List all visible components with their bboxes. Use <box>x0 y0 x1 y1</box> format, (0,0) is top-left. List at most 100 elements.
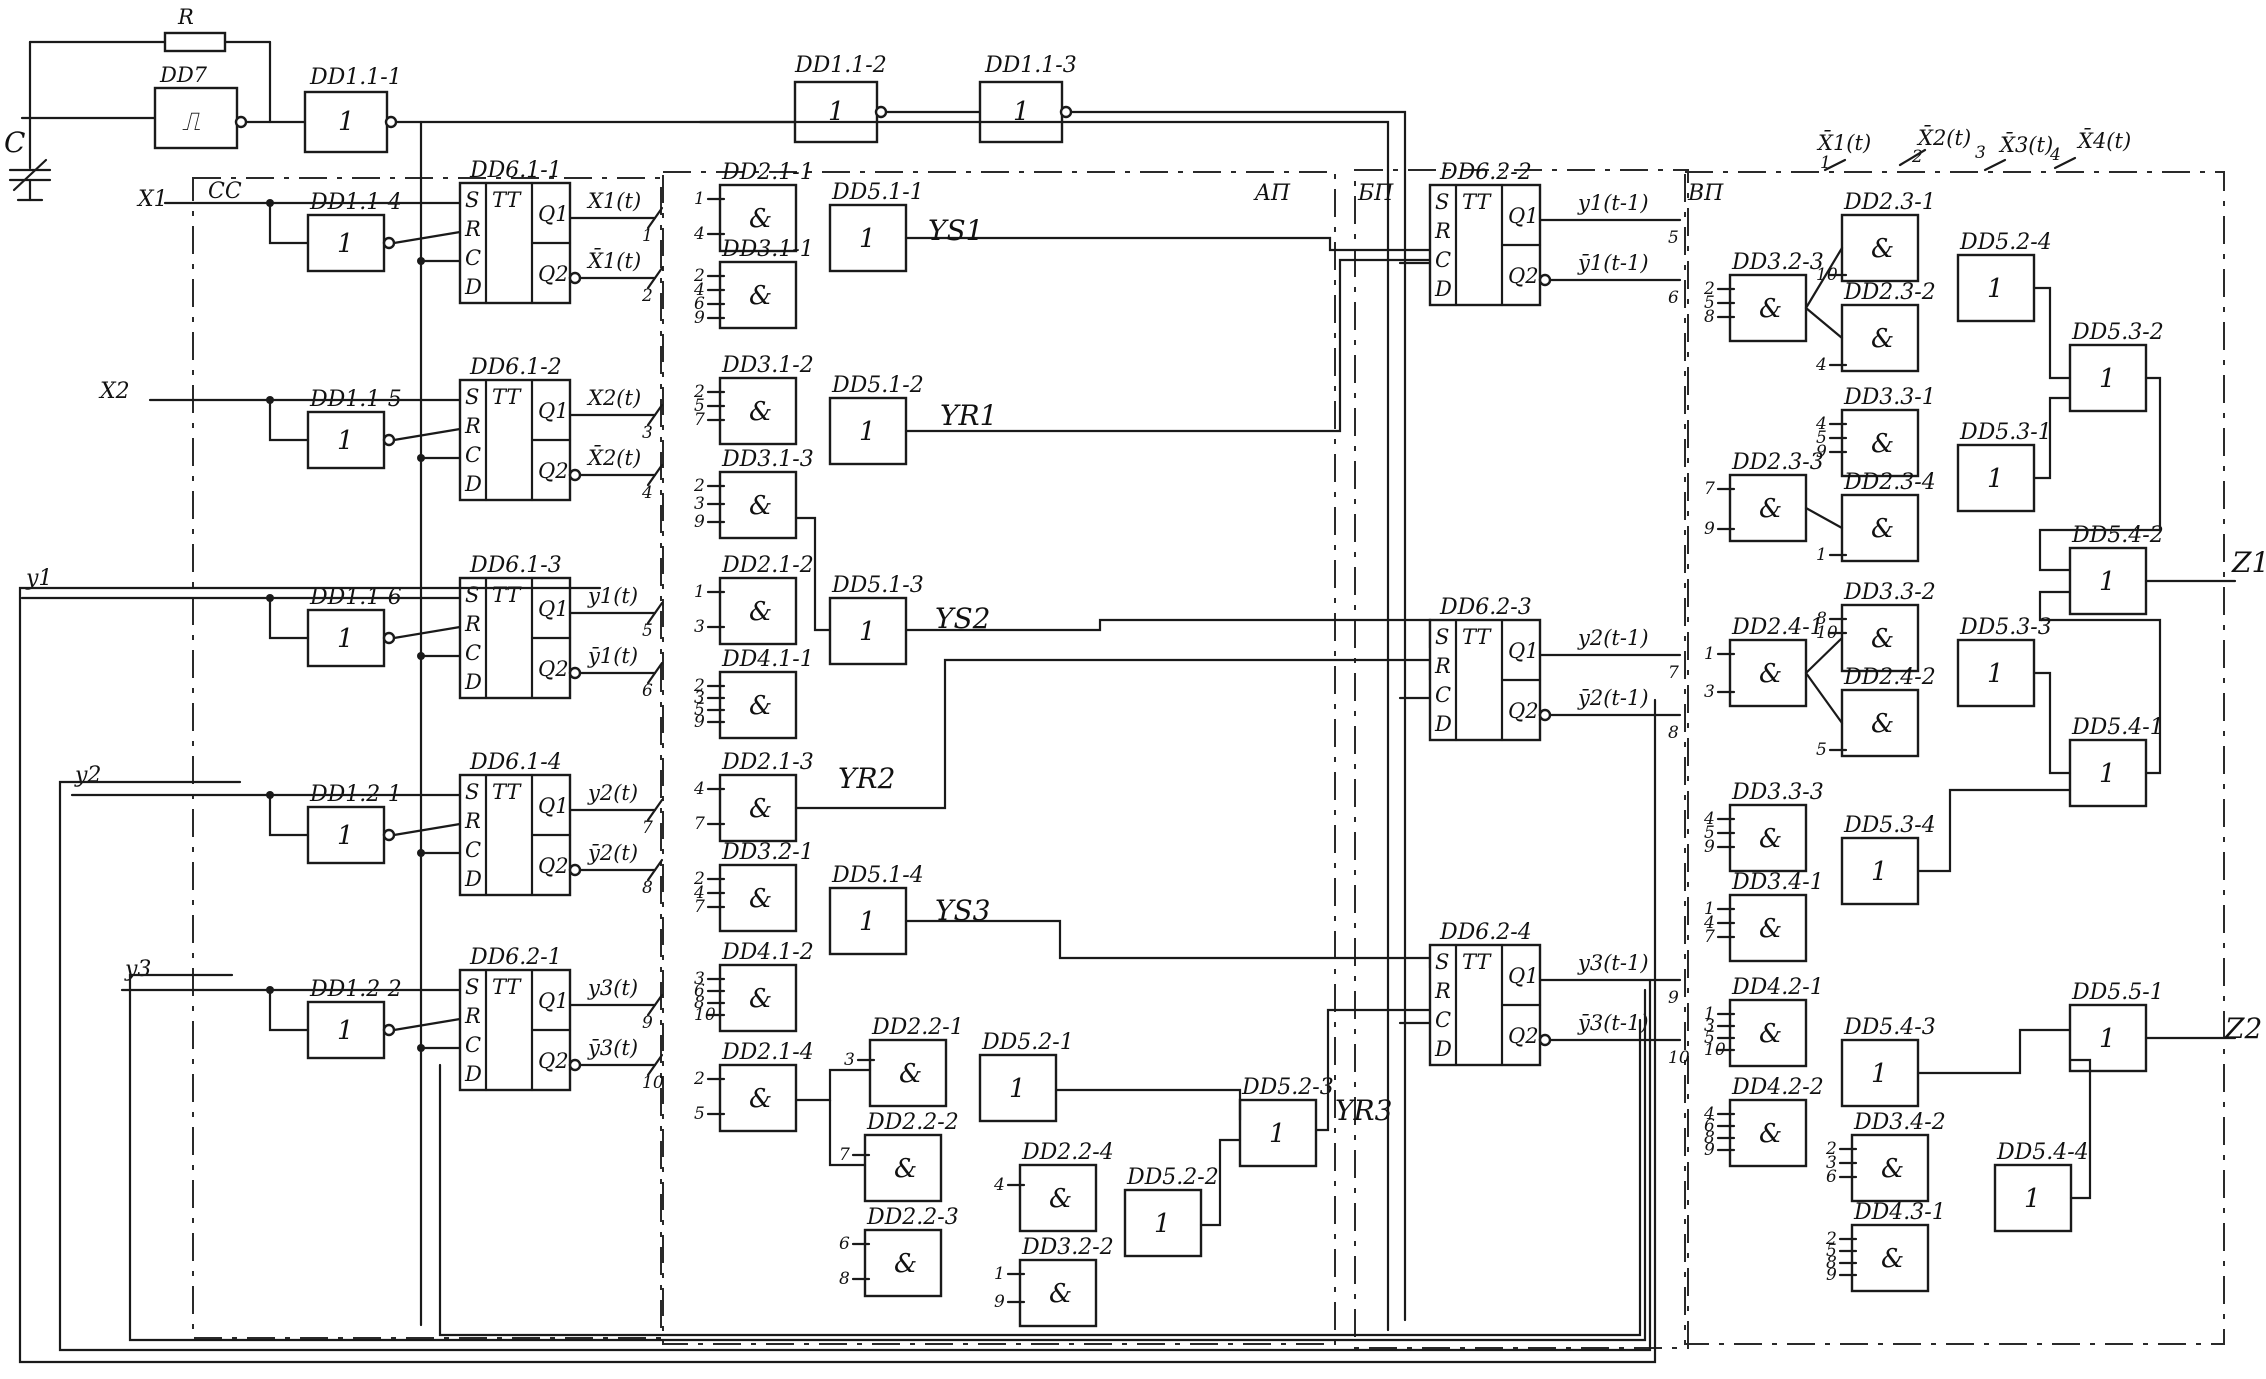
and-dd3-3-1-symbol: & <box>1871 429 1894 459</box>
ff-pin: D <box>464 472 482 496</box>
ff-pin: D <box>464 670 482 694</box>
and-dd2-3-1-label: DD2.3-1 <box>1843 190 1936 215</box>
and-dd4-3-1-symbol: & <box>1881 1244 1904 1274</box>
pin-label: 7 <box>694 410 705 430</box>
ff-output-nq: ȳ2(t-1) <box>1577 686 1649 710</box>
or-dd5-2-1: DD5.2-11 <box>978 1030 1074 1123</box>
bp-frame <box>1354 169 1689 1349</box>
and-dd2-4-2-symbol: & <box>1871 709 1894 739</box>
and-dd3-3-3-symbol: & <box>1759 824 1782 854</box>
ff-pin: R <box>1434 654 1451 678</box>
or-dd5-4-1: DD5.4-11 <box>2068 715 2164 808</box>
ff-q2: Q2 <box>538 262 569 286</box>
pin-label: 4 <box>1815 355 1827 375</box>
ff-dd6-1-3-label: DD6.1-3 <box>469 553 562 578</box>
pin-label: 8 <box>1704 1128 1715 1148</box>
top-input-4: X̄4(t) <box>2076 128 2131 153</box>
inv-dd1-2-1: DD1.2-11 <box>306 782 402 865</box>
input-y2: y2 <box>74 763 101 788</box>
schmitt-symbol: ⎍ <box>182 107 200 137</box>
or-dd5-4-3: DD5.4-31 <box>1840 1015 1936 1108</box>
ff-output-nq: ȳ2(t) <box>587 841 638 865</box>
section-vp: ВП <box>1687 181 1724 206</box>
pin-label: 9 <box>694 512 705 532</box>
pin-label: 4 <box>993 1175 1005 1195</box>
and-dd4-2-2: DD4.2-2& <box>1728 1075 1824 1168</box>
and-dd3-3-3-label: DD3.3-3 <box>1731 780 1824 805</box>
ff-pin: C <box>1435 683 1451 707</box>
clock-chain: DD1.1-1 1 DD1.1-2 1 DD1.1-3 1 <box>303 53 1407 1332</box>
section-frames <box>192 169 2225 1349</box>
pin-label: 4 <box>1703 913 1715 933</box>
or-dd5-3-4: DD5.3-41 <box>1840 813 1936 906</box>
and-dd3-3-1: DD3.3-1& <box>1840 385 1936 478</box>
net-number: 8 <box>1668 723 1679 743</box>
or-dd5-1-1: DD5.1-11 <box>828 180 924 273</box>
and-dd2-1-2: DD2.1-2& <box>718 553 814 646</box>
and-dd3-4-1-symbol: & <box>1759 914 1782 944</box>
ff-q2: Q2 <box>1508 1024 1539 1048</box>
and-dd2-2-1-label: DD2.2-1 <box>871 1015 964 1040</box>
input-y3: y3 <box>124 957 151 982</box>
ff-output-q: X2(t) <box>586 386 641 410</box>
ff-pin: R <box>464 1004 481 1028</box>
ap-frame <box>662 171 1336 1345</box>
pin-label: 10 <box>1704 1040 1726 1060</box>
and-dd3-3-2-label: DD3.3-2 <box>1843 580 1936 605</box>
ff-output-q: y3(t-1) <box>1577 951 1649 975</box>
dd1-1-2-symbol: 1 <box>828 97 845 127</box>
or-dd5-2-2-symbol: 1 <box>1154 1209 1171 1239</box>
ff-type: TT <box>492 188 522 212</box>
and-dd3-1-3-label: DD3.1-3 <box>721 447 814 472</box>
ff-output-nq: ȳ1(t-1) <box>1577 251 1649 275</box>
net-number: 2 <box>641 286 653 306</box>
ff-pin: R <box>464 217 481 241</box>
ff-q1: Q1 <box>538 989 569 1013</box>
pin-label: 3 <box>694 688 705 708</box>
or-dd5-4-2-symbol: 1 <box>2099 567 2116 597</box>
pin-label: 6 <box>694 294 705 314</box>
pin-label: 6 <box>839 1234 850 1254</box>
and-dd2-1-1-label: DD2.1-1 <box>721 160 814 185</box>
ff-pin: D <box>1434 277 1452 301</box>
pin-label: 3 <box>844 1050 855 1070</box>
ff-q1: Q1 <box>1508 639 1539 663</box>
or-dd5-1-3: DD5.1-31 <box>828 573 924 666</box>
or-dd5-5-1-label: DD5.5-1 <box>2071 980 2164 1005</box>
pin-label: 7 <box>1704 927 1715 947</box>
and-dd3-1-2-symbol: & <box>749 397 772 427</box>
and-dd2-3-1-symbol: & <box>1871 234 1894 264</box>
and-dd2-4-1-label: DD2.4-1 <box>1731 615 1824 640</box>
ff-dd6-2-4-label: DD6.2-4 <box>1439 920 1532 945</box>
pin-label: 5 <box>1704 823 1715 843</box>
or-dd5-2-1-label: DD5.2-1 <box>981 1030 1074 1055</box>
and-dd3-1-2: DD3.1-2& <box>718 353 814 446</box>
or-dd5-2-3-label: DD5.2-3 <box>1241 1075 1334 1100</box>
ff-pin: S <box>465 780 479 804</box>
ff-pin: R <box>464 612 481 636</box>
or-dd5-3-4-symbol: 1 <box>1871 857 1888 887</box>
buffer-dd1-1-1 <box>303 90 389 154</box>
and-dd4-2-2-label: DD4.2-2 <box>1731 1075 1824 1100</box>
and-dd2-2-3-symbol: & <box>894 1249 917 1279</box>
pin-label: 5 <box>694 1104 705 1124</box>
ff-pin: C <box>1435 248 1451 272</box>
dd7-label: DD7 <box>159 63 208 87</box>
ff-pin: S <box>465 188 479 212</box>
ff-output-q: y3(t) <box>587 976 638 1000</box>
net-number: 7 <box>1668 663 1679 683</box>
dd1-1-3-label: DD1.1-3 <box>984 53 1077 78</box>
and-dd2-2-2-symbol: & <box>894 1154 917 1184</box>
or-dd5-2-2: DD5.2-21 <box>1123 1165 1219 1258</box>
pin-label: 5 <box>694 700 705 720</box>
pin-label: 7 <box>839 1145 850 1165</box>
svg-text:3: 3 <box>1975 143 1986 163</box>
signal-yr3: YR3 <box>1335 1094 1392 1127</box>
and-dd2-2-1-symbol: & <box>899 1059 922 1089</box>
pin-label: 6 <box>1704 1116 1715 1136</box>
pin-label: 1 <box>1704 899 1715 919</box>
or-dd5-4-1-label: DD5.4-1 <box>2071 715 2164 740</box>
or-dd5-1-2: DD5.1-21 <box>828 373 924 466</box>
pin-label: 1 <box>1816 545 1827 565</box>
